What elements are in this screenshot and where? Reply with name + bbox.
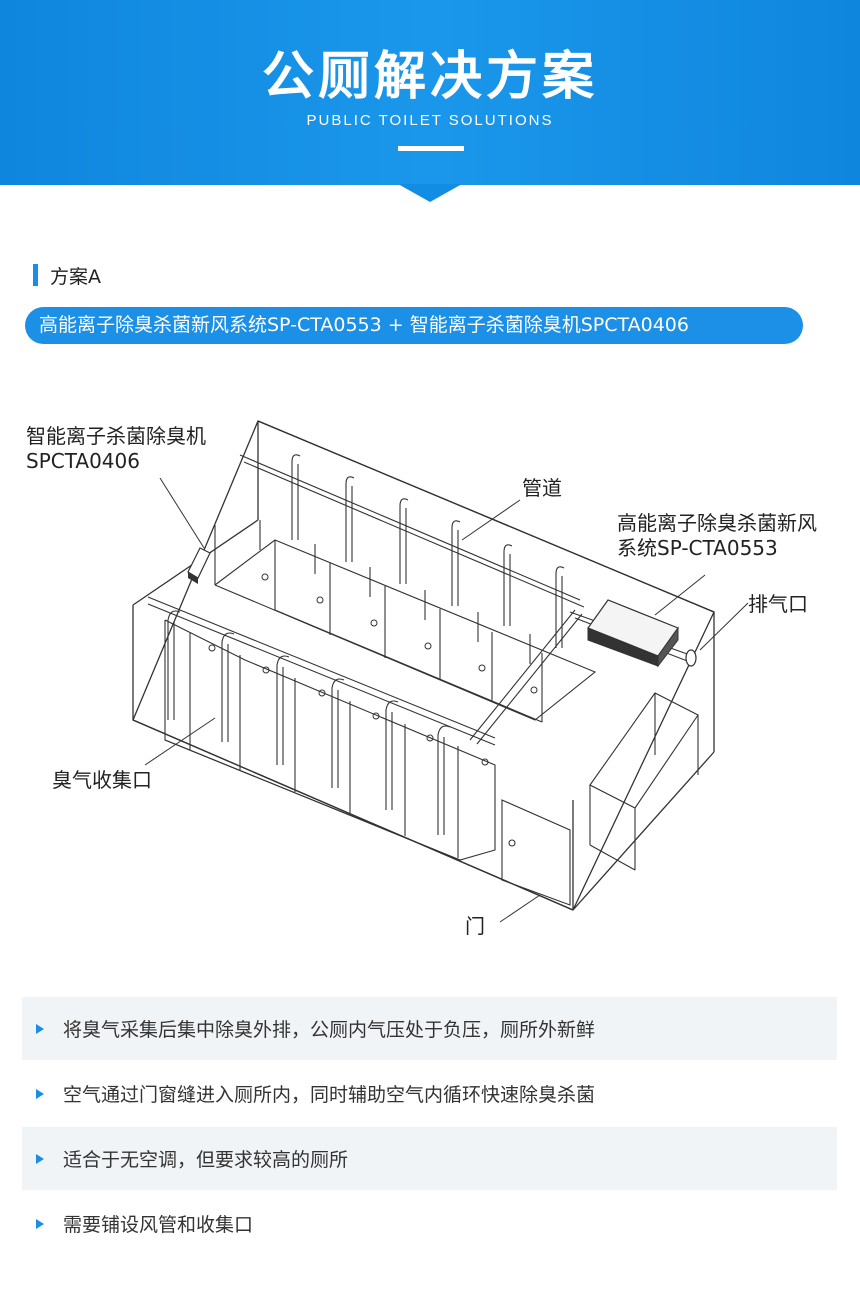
section-marker: [33, 264, 38, 286]
feature-text: 将臭气采集后集中除臭外排，公厕内气压处于负压，厕所外新鲜: [63, 1019, 596, 1041]
label-pipe: 管道: [522, 476, 562, 500]
bullet-triangle-icon: [36, 1153, 44, 1164]
label-fresh-air-name: 高能离子除臭杀菌新风: [617, 511, 817, 535]
ion-machine-shape: [187, 547, 211, 584]
label-ion-machine-model: SPCTA0406: [26, 449, 140, 473]
fresh-air-unit-shape: [587, 599, 697, 668]
label-exhaust: 排气口: [748, 592, 808, 616]
feature-item: 将臭气采集后集中除臭外排，公厕内气压处于负压，厕所外新鲜: [22, 997, 837, 1060]
scheme-label: 方案A: [50, 266, 101, 288]
label-collector: 臭气收集口: [52, 768, 152, 792]
title-underline: [398, 146, 464, 151]
feature-item: 需要铺设风管和收集口: [22, 1192, 837, 1255]
feature-text: 空气通过门窗缝进入厕所内，同时辅助空气内循环快速除臭杀菌: [63, 1084, 596, 1106]
label-door: 门: [465, 914, 485, 938]
feature-list: 将臭气采集后集中除臭外排，公厕内气压处于负压，厕所外新鲜 空气通过门窗缝进入厕所…: [22, 997, 837, 1257]
feature-text: 需要铺设风管和收集口: [63, 1214, 254, 1236]
front-stall-row: [164, 619, 496, 861]
bullet-triangle-icon: [36, 1218, 44, 1229]
feature-item: 空气通过门窗缝进入厕所内，同时辅助空气内循环快速除臭杀菌: [22, 1062, 837, 1125]
feature-item: 适合于无空调，但要求较高的厕所: [22, 1127, 837, 1190]
building-outline: [132, 420, 715, 911]
toilet-markers: [208, 573, 538, 766]
odor-collectors: [167, 454, 565, 835]
toilet-layout-diagram: 智能离子杀菌除臭机 SPCTA0406 管道 高能离子除臭杀菌新风 系统SP-C…: [26, 420, 817, 938]
door-shape: [501, 799, 571, 906]
page-subtitle: PUBLIC TOILET SOLUTIONS: [306, 112, 554, 129]
bullet-triangle-icon: [36, 1088, 44, 1099]
banner-pointer: [398, 184, 462, 202]
back-stall-row: [214, 520, 597, 723]
feature-text: 适合于无空调，但要求较高的厕所: [63, 1149, 349, 1171]
header-banner: 公厕解决方案 PUBLIC TOILET SOLUTIONS: [0, 0, 860, 185]
utility-room: [589, 692, 699, 871]
label-leaders: [144, 477, 749, 923]
label-fresh-air-model: 系统SP-CTA0553: [617, 536, 778, 560]
label-ion-machine-name: 智能离子杀菌除臭机: [26, 424, 206, 448]
page-title: 公厕解决方案: [261, 47, 598, 107]
bullet-triangle-icon: [36, 1023, 44, 1034]
product-line-pill: 高能离子除臭杀菌新风系统SP-CTA0553 + 智能离子杀菌除臭机SPCTA0…: [25, 307, 803, 344]
